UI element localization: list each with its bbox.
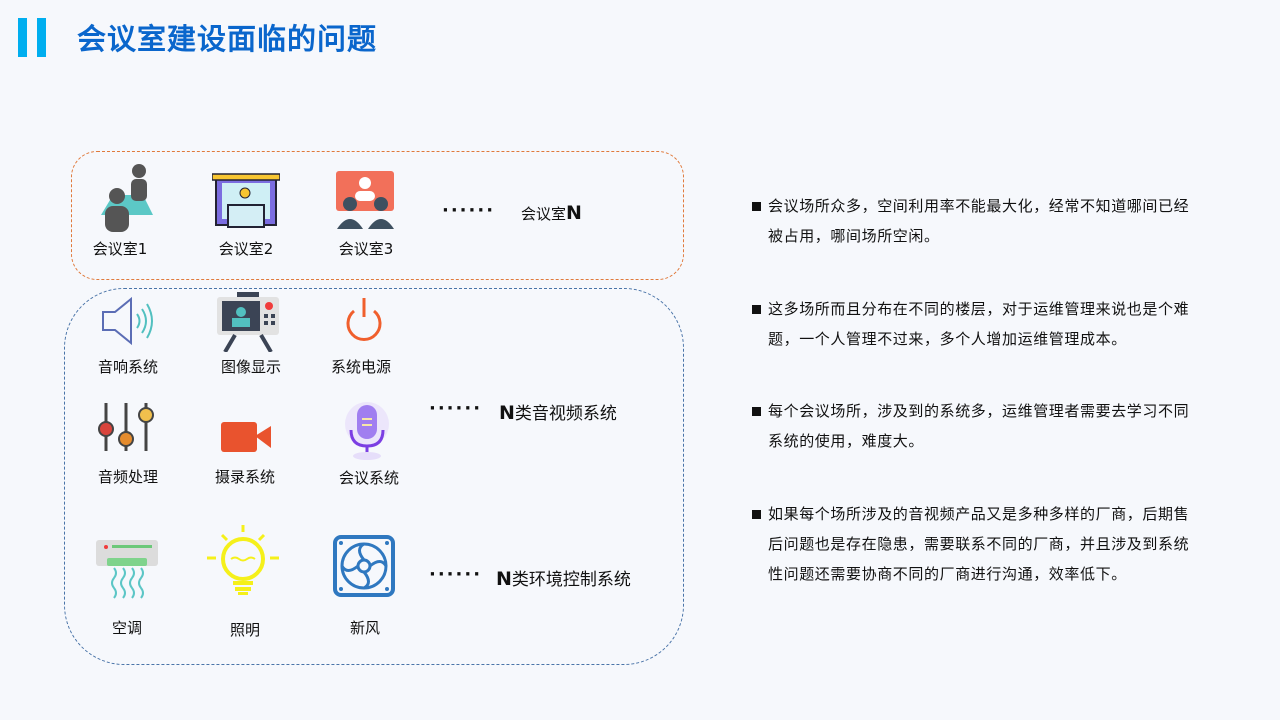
room-label: 会议室2 <box>218 240 274 258</box>
room-label: 会议室3 <box>338 240 394 258</box>
ellipsis: ······ <box>429 398 483 419</box>
rooms-group <box>71 151 684 280</box>
page-title: 会议室建设面临的问题 <box>77 22 378 56</box>
title-accent-bar <box>18 18 27 57</box>
problem-item: 这多场所而且分布在不同的楼层，对于运维管理来说也是个难题，一个人管理不过来，多个… <box>752 294 1202 354</box>
av-systems-label: N类音视频系统 <box>499 402 617 424</box>
system-label: 会议系统 <box>338 469 399 487</box>
ellipsis: ······ <box>442 200 496 221</box>
title-accent-bar <box>37 18 46 57</box>
bullet-square-icon <box>752 305 761 314</box>
room-label: 会议室1 <box>92 240 148 258</box>
ellipsis: ······ <box>429 564 483 585</box>
air-conditioner-icon <box>96 540 158 599</box>
light-bulb-icon <box>207 525 279 595</box>
video-camera-icon <box>221 422 271 452</box>
systems-group <box>64 288 684 665</box>
speaker-icon <box>102 296 153 346</box>
system-label: 音响系统 <box>97 358 158 376</box>
room-n-label: 会议室N <box>521 202 582 224</box>
env-systems-label: N类环境控制系统 <box>496 568 631 590</box>
system-label: 系统电源 <box>330 358 391 376</box>
system-label: 摄录系统 <box>214 468 275 486</box>
bullet-square-icon <box>752 202 761 211</box>
problem-item: 如果每个场所涉及的音视频产品又是多种多样的厂商，后期售后问题也是存在隐患，需要联… <box>752 499 1202 589</box>
image-display-icon <box>217 292 279 352</box>
system-label: 照明 <box>229 621 260 639</box>
problem-item: 会议场所众多，空间利用率不能最大化，经常不知道哪间已经被占用，哪间场所空闲。 <box>752 191 1202 251</box>
system-label: 图像显示 <box>220 358 281 376</box>
microphone-icon <box>345 402 389 460</box>
system-label: 空调 <box>111 619 142 637</box>
problem-item: 每个会议场所，涉及到的系统多，运维管理者需要去学习不同系统的使用，难度大。 <box>752 396 1202 456</box>
system-label: 音频处理 <box>97 468 158 486</box>
power-icon <box>346 298 382 341</box>
bullet-square-icon <box>752 407 761 416</box>
bullet-square-icon <box>752 510 761 519</box>
system-label: 新风 <box>349 619 380 637</box>
audio-mixer-icon <box>98 403 154 451</box>
meeting-people-icon <box>101 164 153 232</box>
lectern-screen-icon <box>212 173 280 228</box>
presentation-audience-icon <box>336 171 394 229</box>
fresh-air-fan-icon <box>333 535 395 597</box>
